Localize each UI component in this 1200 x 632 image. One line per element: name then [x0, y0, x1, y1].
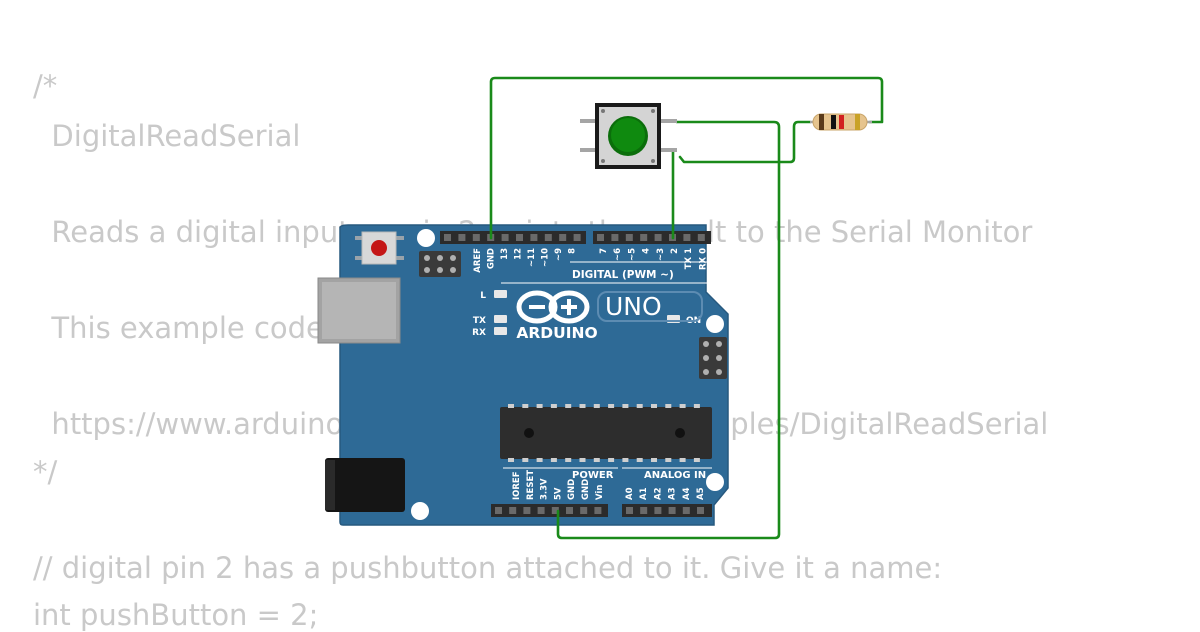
analog-pin-label: A0: [625, 487, 635, 500]
top-pin-label: 12: [514, 248, 524, 260]
wire-button-to-5v: [556, 120, 781, 540]
mounting-hole: [706, 473, 724, 491]
led-l-label: L: [480, 291, 486, 301]
code-line-8: int pushButton = 2;: [33, 598, 319, 632]
led-tx: TX: [473, 315, 507, 326]
top-pin-label: 7: [599, 248, 609, 254]
pin-hole[interactable]: [566, 507, 573, 514]
led-l: L: [480, 290, 507, 301]
icsp-header-2: [699, 337, 727, 379]
pin-hole[interactable]: [501, 234, 509, 241]
power-pin-label: 3.3V: [540, 478, 550, 500]
power-header: [491, 504, 608, 517]
code-line-6: */: [33, 455, 58, 489]
analog-pin-label: A1: [639, 487, 649, 500]
pin-hole[interactable]: [682, 507, 690, 514]
code-line-7: // digital pin 2 has a pushbutton attach…: [33, 551, 943, 585]
code-line-2: DigitalReadSerial: [33, 119, 301, 153]
mounting-hole: [411, 502, 429, 520]
icsp-header-1: [419, 251, 461, 277]
pin-hole[interactable]: [516, 234, 523, 241]
pin-hole[interactable]: [625, 234, 633, 241]
pin-hole[interactable]: [509, 507, 517, 514]
pin-hole[interactable]: [523, 507, 531, 514]
top-pin-label: TX 1: [684, 248, 694, 269]
power-header-label: POWER: [572, 470, 614, 481]
top-pin-label: ~10: [541, 248, 551, 267]
wire-button-to-resistor: [678, 120, 812, 164]
analog-pin-label: A2: [653, 487, 663, 500]
pin-hole[interactable]: [594, 507, 602, 514]
top-pin-label: 8: [568, 248, 578, 254]
digital-header-label: DIGITAL (PWM ~): [572, 269, 674, 281]
led-tx-label: TX: [473, 316, 486, 326]
power-pin-label: GND: [581, 479, 591, 500]
atmega-chip: [500, 404, 712, 462]
top-pin-label: ~3: [656, 248, 666, 261]
pin-hole[interactable]: [472, 234, 480, 241]
pin-hole[interactable]: [654, 234, 662, 241]
pin-hole[interactable]: [668, 507, 676, 514]
resistor: [810, 113, 872, 131]
wire-gnd-to-resistor: [489, 76, 884, 240]
analog-pin-label: A4: [682, 487, 692, 500]
top-pin-label: ~5: [627, 248, 637, 261]
pin-hole[interactable]: [597, 234, 604, 241]
pin-hole[interactable]: [626, 507, 633, 514]
pin-hole[interactable]: [580, 507, 588, 514]
top-pin-label: RX 0: [698, 248, 708, 270]
led-rx: RX: [472, 327, 507, 338]
pin-hole[interactable]: [611, 234, 619, 241]
pin-hole[interactable]: [537, 507, 545, 514]
pin-hole[interactable]: [640, 234, 648, 241]
digital-header-right: [593, 231, 711, 244]
pin-hole[interactable]: [683, 234, 691, 241]
pin-hole[interactable]: [559, 234, 567, 241]
pin-hole[interactable]: [640, 507, 648, 514]
pin-hole[interactable]: [544, 234, 552, 241]
code-line-3: Reads a digital input on pin 2, prints t…: [51, 215, 1033, 249]
pushbutton-cap[interactable]: [611, 118, 645, 152]
model-label: UNO: [605, 292, 662, 321]
top-pin-label: GND: [487, 248, 497, 269]
pin-hole[interactable]: [530, 234, 538, 241]
pin-hole[interactable]: [573, 234, 581, 241]
top-pin-label: ~11: [527, 248, 537, 267]
top-pin-label: 13: [500, 248, 510, 260]
power-pin-label: RESET: [526, 470, 536, 500]
mounting-hole: [706, 315, 724, 333]
top-pin-label: ~6: [613, 248, 623, 261]
top-pin-label: 2: [670, 248, 680, 254]
analog-header-label: ANALOG IN: [644, 470, 706, 481]
power-pin-label: GND: [567, 479, 577, 500]
pin-hole[interactable]: [697, 234, 705, 241]
uno-badge: [597, 291, 703, 322]
pin-hole[interactable]: [458, 234, 466, 241]
top-pin-label: AREF: [473, 248, 483, 273]
pin-hole[interactable]: [551, 507, 559, 514]
pin-hole[interactable]: [697, 507, 704, 514]
mounting-hole: [417, 229, 435, 247]
power-pin-label: IOREF: [512, 471, 522, 500]
power-pin-label: 5V: [553, 487, 563, 500]
usb-connector: [317, 277, 401, 344]
arduino-logo-icon: [516, 290, 590, 324]
pin-hole[interactable]: [654, 507, 662, 514]
reset-button[interactable]: [355, 231, 404, 265]
analog-pin-label: A5: [696, 487, 706, 500]
power-jack: [325, 458, 405, 512]
top-pin-label: ~9: [554, 248, 564, 261]
led-rx-label: RX: [472, 328, 486, 338]
power-pin-label: Vin: [595, 485, 605, 500]
pushbutton[interactable]: [580, 103, 677, 169]
brand-label: ARDUINO: [516, 324, 597, 342]
code-line-1: /*: [33, 69, 58, 103]
pin-hole[interactable]: [495, 507, 502, 514]
wires: [489, 76, 884, 540]
analog-pin-label: A3: [668, 487, 678, 500]
pin-hole[interactable]: [444, 234, 451, 241]
top-pin-label: 4: [642, 248, 652, 254]
